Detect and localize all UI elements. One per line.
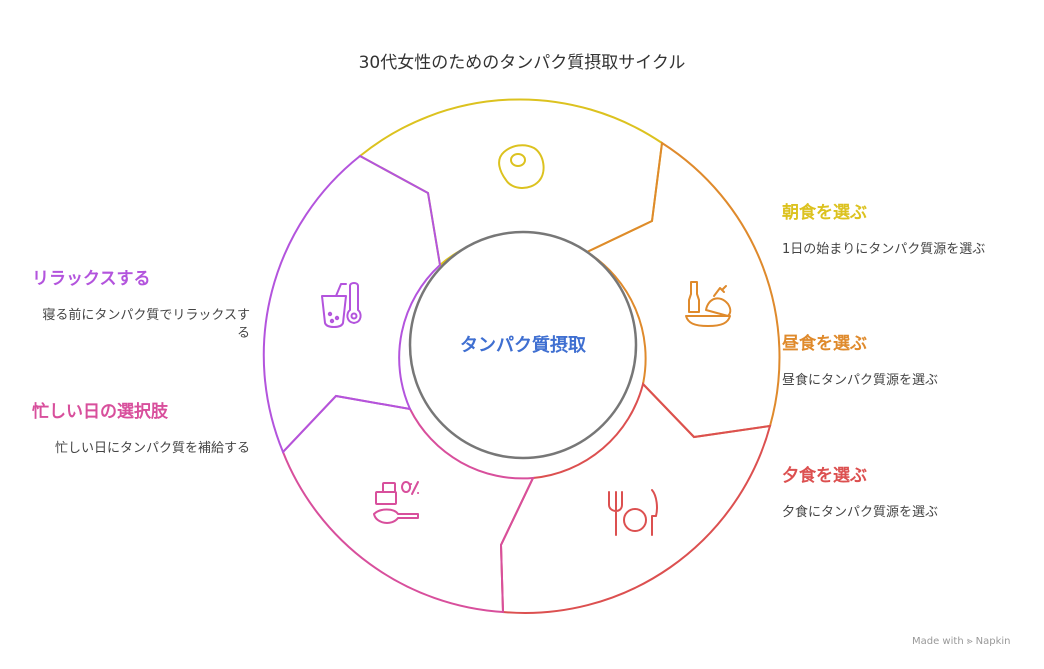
step-breakfast: 朝食を選ぶ 1日の始まりにタンパク質源を選ぶ	[782, 198, 1007, 259]
step-description: 夕食にタンパク質源を選ぶ	[782, 505, 939, 520]
step-title: 朝食を選ぶ	[782, 203, 867, 223]
step-title: 夕食を選ぶ	[782, 466, 867, 486]
protein-scoop-icon	[373, 481, 420, 524]
segment-relax	[262, 154, 442, 454]
step-description: 昼食にタンパク質源を選ぶ	[782, 373, 939, 388]
step-lunch: 昼食を選ぶ 昼食にタンパク質源を選ぶ	[782, 329, 1007, 390]
step-dinner: 夕食を選ぶ 夕食にタンパク質源を選ぶ	[782, 461, 1007, 522]
drink-thermometer-icon	[321, 282, 362, 328]
chicken-meal-icon	[685, 281, 732, 327]
step-description: 1日の始まりにタンパク質源を選ぶ	[782, 242, 986, 257]
step-title: リラックスする	[32, 269, 151, 289]
fried-egg-icon	[498, 144, 545, 189]
step-relax: リラックスする 寝る前にタンパク質でリラックスする	[32, 264, 250, 343]
step-description: 寝る前にタンパク質でリラックスする	[42, 308, 250, 341]
segment-dinner	[499, 382, 772, 614]
step-busy-day: 忙しい日の選択肢 忙しい日にタンパク質を補給する	[32, 397, 250, 458]
center-label: タンパク質摂取	[460, 334, 587, 356]
step-title: 昼食を選ぶ	[782, 334, 867, 354]
diagram-title: 30代女性のためのタンパク質摂取サイクル	[358, 53, 686, 73]
step-description: 忙しい日にタンパク質を補給する	[54, 441, 250, 456]
segment-lunch	[584, 141, 781, 439]
fork-plate-knife-icon	[608, 489, 658, 536]
step-title: 忙しい日の選択肢	[32, 402, 168, 422]
center-hub	[408, 230, 638, 460]
napkin-watermark: Made with ⪢ Napkin	[912, 636, 1011, 647]
